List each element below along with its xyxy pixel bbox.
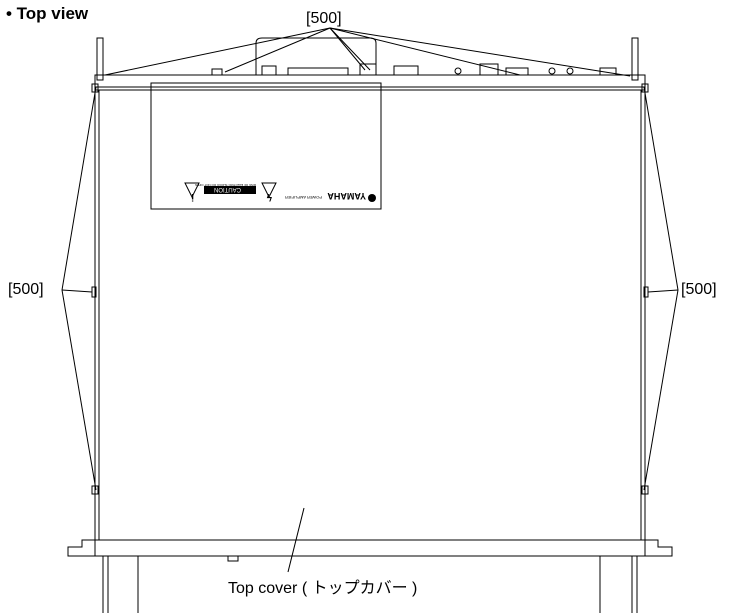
info-glyph: i (191, 191, 194, 202)
caution-text: RISK OF ELECTRIC SHOCK DO NOT OPEN (195, 183, 256, 187)
front-handles (102, 555, 638, 613)
label-panel-contents: YAMAHA POWER AMPLIFIER CAUTION RISK OF E… (191, 183, 376, 202)
callout-top: [500] (306, 10, 342, 27)
warning-triangle-left (184, 182, 200, 199)
top-cover-label: Top cover ( トップカバー ) (228, 580, 418, 597)
front-bar (94, 539, 646, 557)
rear-tab-right (631, 37, 639, 81)
callout-right: [500] (681, 281, 717, 298)
caution-box (204, 186, 256, 194)
model-label: POWER AMPLIFIER (285, 195, 322, 200)
warning-triangle-right (261, 182, 277, 199)
rear-connectors (211, 63, 617, 76)
view-title: • Top view (6, 4, 89, 23)
leader-lines-left (61, 86, 97, 491)
shock-glyph: ϟ (266, 191, 272, 202)
label-panel (150, 82, 382, 210)
screw-markers (91, 83, 649, 495)
rear-housing (255, 37, 377, 75)
leader-lines-right (643, 86, 679, 491)
callout-left: [500] (8, 281, 44, 298)
caution-heading: CAUTION (214, 186, 241, 192)
rear-bar (94, 74, 646, 88)
rear-tab-left (96, 37, 104, 81)
leader-lines-top (104, 27, 631, 77)
front-ear-right (644, 539, 673, 557)
top-cover-panel (94, 86, 646, 541)
leader-line-top-cover (287, 507, 305, 573)
brand-label: YAMAHA (327, 191, 366, 201)
front-ear-left (67, 539, 96, 557)
brand-logo-icon (368, 194, 376, 202)
